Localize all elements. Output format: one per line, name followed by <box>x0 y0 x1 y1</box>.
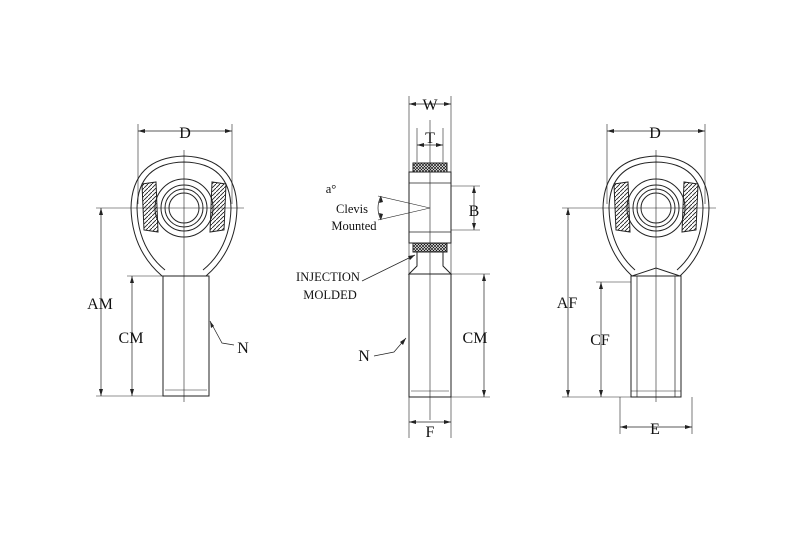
right-d-label: D <box>649 125 661 142</box>
left-cm-label: CM <box>119 330 144 347</box>
mid-angle-line-lower <box>377 207 431 221</box>
mid-f-label: F <box>426 424 435 441</box>
mid-n-leader <box>373 337 407 357</box>
right-cf-label: CF <box>590 332 610 349</box>
mid-injection-label: INJECTION <box>296 270 360 284</box>
left-n-leader <box>209 320 235 346</box>
right-liner-left <box>613 181 631 233</box>
mid-t-label: T <box>425 130 435 147</box>
mid-cm-label: CM <box>463 330 488 347</box>
right-e-label: E <box>650 421 660 438</box>
left-am-label: AM <box>87 296 113 313</box>
mid-angle-label: a° <box>326 182 337 196</box>
right-af-label: AF <box>557 295 578 312</box>
left-liner-right <box>209 181 227 233</box>
right-liner-right <box>681 181 699 233</box>
mid-w-label: W <box>422 97 438 114</box>
middle-view <box>361 96 490 438</box>
mid-molded-label: MOLDED <box>303 288 356 302</box>
left-view <box>96 124 244 402</box>
mid-angle-line-upper <box>377 195 431 209</box>
left-n-label: N <box>237 340 249 357</box>
right-view <box>562 124 716 434</box>
mid-mounted-label: Mounted <box>331 219 377 233</box>
mid-angle-arc <box>377 195 382 221</box>
mid-injection-leader <box>361 254 416 282</box>
left-liner-left <box>141 181 159 233</box>
left-shank <box>162 275 210 397</box>
mid-clevis-label: Clevis <box>336 202 368 216</box>
left-d-label: D <box>179 125 191 142</box>
mid-n-label: N <box>358 348 370 365</box>
mid-b-label: B <box>469 203 480 220</box>
